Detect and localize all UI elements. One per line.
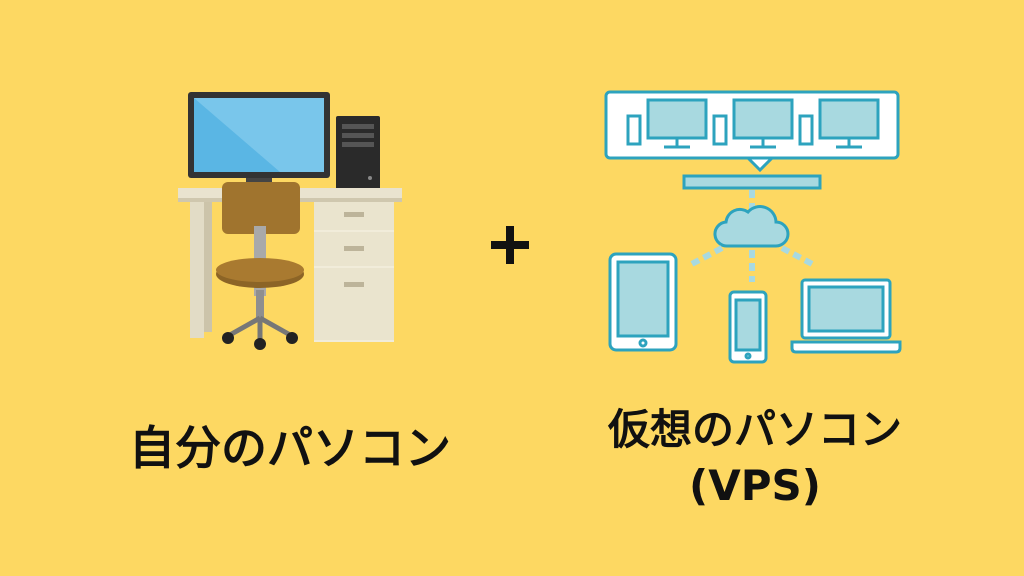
virtual-pc-icon — [712, 98, 794, 149]
vps-caption-line2: (VPS) — [689, 461, 821, 510]
monitor-icon — [188, 92, 330, 188]
vps-caption: 仮想のパソコン (VPS) — [560, 402, 950, 514]
tablet-icon — [608, 252, 678, 352]
vps-caption-line1: 仮想のパソコン — [607, 405, 902, 454]
virtual-pc-group-icon — [604, 90, 900, 173]
virtual-pc-icon — [626, 98, 708, 149]
server-bar-icon — [682, 174, 822, 190]
virtual-server-network-icon — [604, 90, 902, 364]
smartphone-icon — [728, 290, 768, 364]
office-chair-icon — [216, 182, 304, 350]
pc-tower-icon — [336, 116, 380, 190]
own-pc-caption: 自分のパソコン — [129, 421, 451, 475]
drawer-cabinet-icon — [314, 202, 394, 342]
desk-computer-icon — [178, 92, 402, 350]
cloud-icon — [713, 205, 790, 248]
virtual-pc-icon — [798, 98, 880, 149]
laptop-icon — [790, 278, 902, 354]
plus-icon — [491, 226, 529, 264]
